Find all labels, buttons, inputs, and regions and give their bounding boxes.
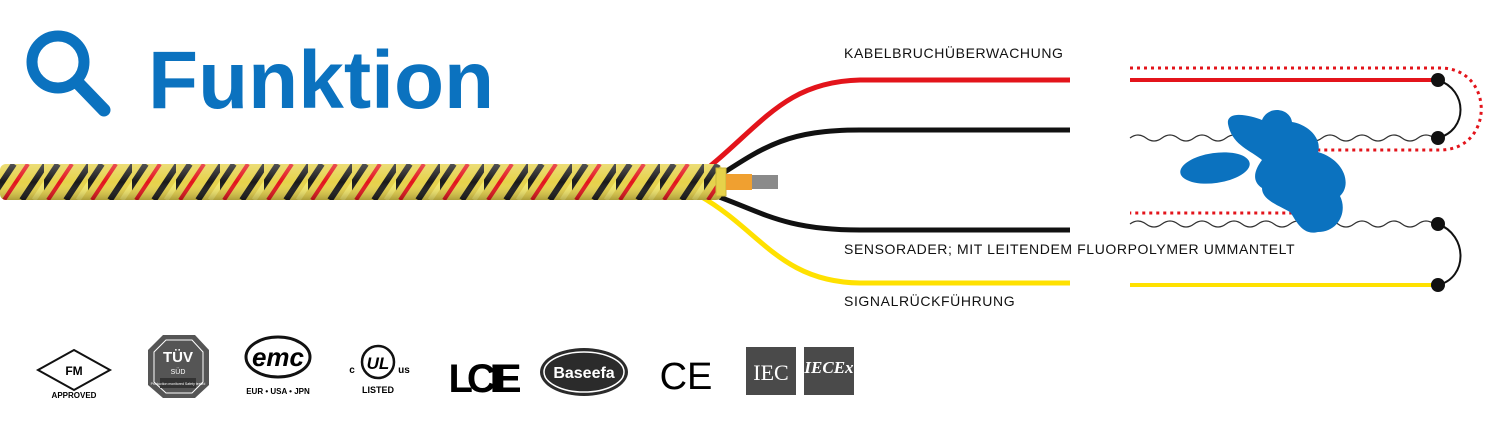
ul-text: UL <box>367 354 390 373</box>
cable-core-grey <box>752 175 778 189</box>
ul-c-text: c <box>349 365 355 376</box>
leak-blob-main <box>1227 110 1346 233</box>
label-break-monitoring: KABELBRUCHÜBERWACHUNG <box>844 45 1064 61</box>
iec-logo: IEC <box>746 347 796 395</box>
emc-logo: emc EUR • USA • JPN <box>244 335 312 396</box>
fanned-wires <box>688 77 1070 286</box>
fm-sub-text: APPROVED <box>52 391 97 400</box>
certifications: FM APPROVED TÜV SÜD Production monitored… <box>35 335 854 401</box>
emc-sub-text: EUR • USA • JPN <box>246 387 310 396</box>
iecex-text: IECEx <box>803 358 854 377</box>
lcie-logo: LCIE <box>448 357 526 401</box>
baseefa-logo: Baseefa <box>540 348 628 396</box>
fm-text: FM <box>65 364 82 378</box>
search-icon <box>26 30 111 117</box>
ce-text: CE <box>660 356 713 398</box>
label-sensor-wires: SENSORADER; MIT LEITENDEM FLUORPOLYMER U… <box>844 241 1296 257</box>
ce-logo: CE <box>660 356 713 398</box>
red-wire <box>688 77 1070 185</box>
tuv-sub-text: SÜD <box>171 368 186 376</box>
baseefa-text: Baseefa <box>553 365 614 382</box>
ul-sub-text: LISTED <box>362 385 395 395</box>
emc-text: emc <box>252 342 305 372</box>
label-signal-return: SIGNALRÜCKFÜHRUNG <box>844 293 1016 309</box>
tuv-text: TÜV <box>163 349 193 366</box>
sensor-wire-lower <box>1129 220 1438 228</box>
ul-listed-logo: UL c us LISTED <box>349 344 410 395</box>
schematic <box>1129 66 1483 292</box>
iec-text: IEC <box>753 360 788 385</box>
cable-core-orange <box>726 174 752 190</box>
ul-us-text: us <box>398 365 410 376</box>
break-monitoring-loop <box>1130 66 1483 215</box>
black-wire-lower <box>704 189 1070 233</box>
lcie-text: LCIE <box>448 357 520 401</box>
iecex-logo: IECEx <box>803 347 854 395</box>
yellow-wire <box>698 193 1070 286</box>
braided-cable <box>0 164 778 200</box>
page-title: Funktion <box>148 35 495 126</box>
tuv-sud-logo: TÜV SÜD Production monitored Safety test… <box>148 335 209 398</box>
tuv-fine-text: Production monitored Safety tested <box>151 382 206 386</box>
leak-blob-small <box>1180 152 1250 184</box>
fm-approved-logo: FM APPROVED <box>35 348 113 400</box>
